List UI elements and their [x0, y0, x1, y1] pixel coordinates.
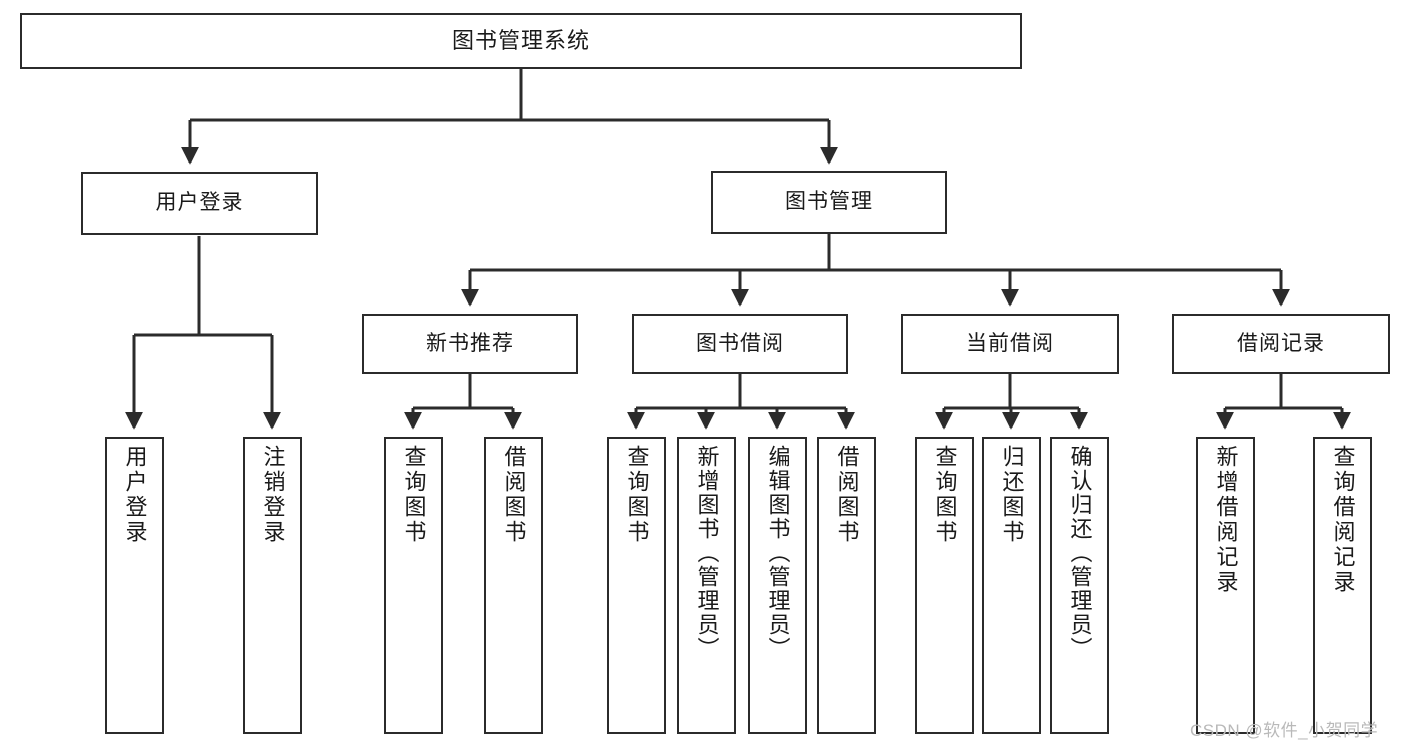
leaf-borrow-record-add-record[interactable]: 新增借阅记录	[1196, 437, 1255, 734]
leaf-book-borrow-query-book[interactable]: 查询图书	[607, 437, 666, 734]
node-label: 新增借阅记录	[1213, 445, 1239, 595]
leaf-book-borrow-edit-book-admin[interactable]: 编辑图书（管理员）	[748, 437, 807, 734]
node-label: 注销登录	[260, 445, 286, 545]
node-root-library-system[interactable]: 图书管理系统	[20, 13, 1022, 69]
node-label: 用户登录	[122, 445, 148, 545]
leaf-user-login-logout[interactable]: 注销登录	[243, 437, 302, 734]
node-label: 图书管理	[785, 190, 873, 214]
leaf-new-book-borrow-book[interactable]: 借阅图书	[484, 437, 543, 734]
leaf-borrow-record-query-record[interactable]: 查询借阅记录	[1313, 437, 1372, 734]
node-current-borrow[interactable]: 当前借阅	[901, 314, 1119, 374]
node-new-book-recommend[interactable]: 新书推荐	[362, 314, 578, 374]
node-label: 图书借阅	[696, 331, 784, 355]
node-label: 新增图书（管理员）	[694, 445, 720, 661]
node-label: 借阅图书	[501, 445, 527, 545]
node-book-borrow[interactable]: 图书借阅	[632, 314, 848, 374]
node-label: 查询借阅记录	[1330, 445, 1356, 595]
node-label: 新书推荐	[426, 331, 514, 355]
leaf-book-borrow-borrow-book[interactable]: 借阅图书	[817, 437, 876, 734]
node-label: 当前借阅	[966, 331, 1054, 355]
leaf-new-book-query-book[interactable]: 查询图书	[384, 437, 443, 734]
csdn-watermark: CSDN @软件_小贺同学	[1190, 721, 1379, 740]
node-label: 借阅记录	[1237, 331, 1325, 355]
node-label: 查询图书	[401, 445, 427, 545]
leaf-book-borrow-add-book-admin[interactable]: 新增图书（管理员）	[677, 437, 736, 734]
node-user-login[interactable]: 用户登录	[81, 172, 318, 235]
leaf-user-login-login[interactable]: 用户登录	[105, 437, 164, 734]
node-label: 图书管理系统	[451, 28, 590, 54]
node-label: 借阅图书	[834, 445, 860, 545]
node-label: 查询图书	[932, 445, 958, 545]
node-label: 归还图书	[999, 445, 1025, 545]
leaf-current-borrow-return-book[interactable]: 归还图书	[982, 437, 1041, 734]
leaf-current-borrow-confirm-return-admin[interactable]: 确认归还（管理员）	[1050, 437, 1109, 734]
node-label: 确认归还（管理员）	[1067, 445, 1093, 661]
node-book-management[interactable]: 图书管理	[711, 171, 947, 234]
node-borrow-record[interactable]: 借阅记录	[1172, 314, 1390, 374]
leaf-current-borrow-query-book[interactable]: 查询图书	[915, 437, 974, 734]
node-label: 查询图书	[624, 445, 650, 545]
node-label: 用户登录	[155, 191, 244, 215]
node-label: 编辑图书（管理员）	[765, 445, 791, 661]
